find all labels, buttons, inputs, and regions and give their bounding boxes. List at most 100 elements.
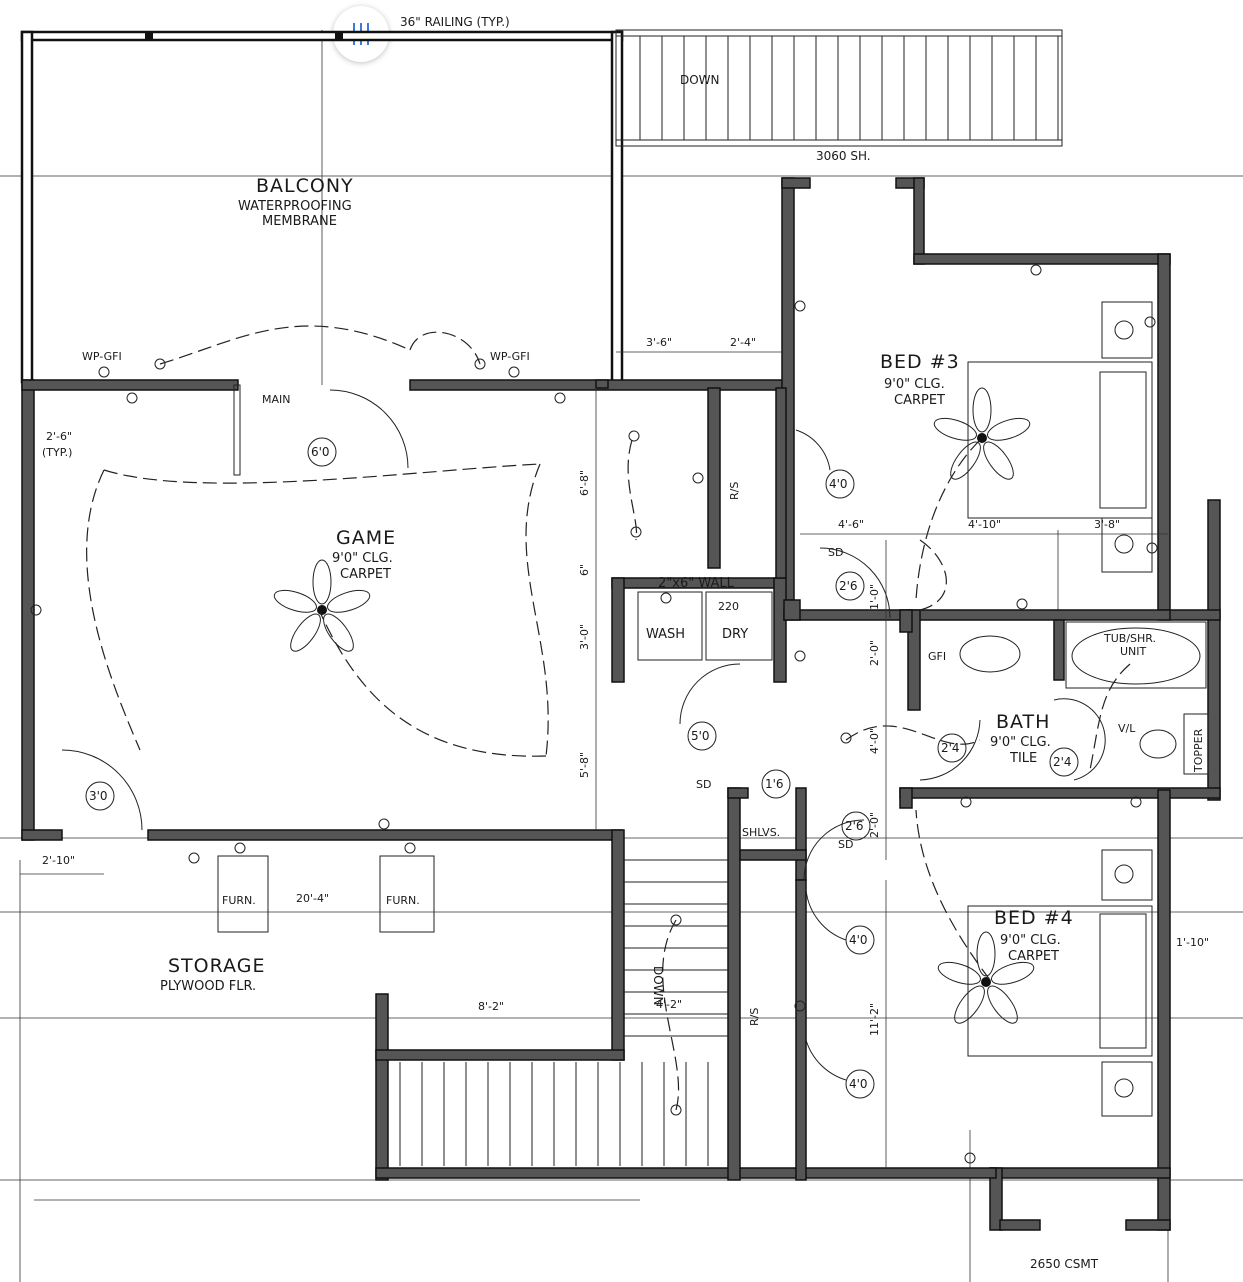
dim-d20: 1'-10" [1176, 936, 1209, 949]
wp-gfi-right: WP-GFI [490, 350, 530, 363]
fan-blade [983, 441, 1014, 480]
outlet-icon [1016, 598, 1028, 610]
dim-d4: 6'-8" [578, 470, 591, 496]
main-label: MAIN [262, 393, 291, 406]
storage-name: STORAGE [168, 955, 265, 977]
furnaces [217, 855, 435, 933]
outlet-icon [508, 366, 520, 378]
fan-blade [987, 417, 1031, 441]
dim-d6: 3'-0" [578, 624, 591, 650]
outlet-icon [98, 366, 110, 378]
door-tag-closet4b: 4'0 [849, 1077, 868, 1091]
outlet-icon [630, 526, 642, 538]
outlet-icon [126, 392, 138, 404]
game-line2: CARPET [340, 567, 391, 582]
dim-d1: 2'-6" [46, 430, 72, 443]
door-tag-hall: 1'6 [765, 777, 784, 791]
outlet-icon [794, 1000, 806, 1012]
furn-right: FURN. [386, 894, 420, 907]
dim-d8: 4'-6" [838, 518, 864, 531]
fan-blade [987, 985, 1018, 1024]
fan-blade [323, 613, 354, 652]
ceiling-fan-icon [937, 931, 1035, 1024]
storage-line1: PLYWOOD FLR. [160, 979, 256, 994]
door-tag-bath2: 2'4 [1053, 755, 1072, 769]
ceiling-fan-icon [933, 387, 1031, 480]
bath-fixtures [959, 621, 1209, 775]
fan-blade [937, 961, 981, 985]
bed3-line2: CARPET [894, 393, 945, 408]
dim-d14: 2'-0" [868, 812, 881, 838]
sd-label-2: SD [696, 778, 711, 791]
bed3-name: BED #3 [880, 351, 960, 373]
door-tag-game: 3'0 [89, 789, 108, 803]
door-tag-main: 6'0 [311, 445, 330, 459]
labels: 36" RAILING (TYP.) DOWN 3060 SH. 2650 CS… [82, 15, 1205, 1271]
shelves-label: SHLVS. [742, 826, 780, 839]
sd-label-3: SD [838, 838, 853, 851]
door-tag-laundry: 5'0 [691, 729, 710, 743]
outlet-icon [188, 852, 200, 864]
gfi-label: GFI [928, 650, 946, 663]
outlet-icon [960, 796, 972, 808]
outlet-icon [840, 732, 852, 744]
outlet-icon [554, 392, 566, 404]
bed4-line1: 9'0" CLG. [1000, 933, 1061, 948]
ceiling-fan-icon [273, 559, 371, 652]
topper-label: TOPPER [1192, 728, 1205, 773]
door-tag-bed4: 2'6 [845, 819, 864, 833]
dim-d13: 4'-0" [868, 728, 881, 754]
dim-d18: 4'-2" [656, 998, 682, 1011]
fan-hub [317, 605, 327, 615]
dim-d12: 2'-0" [868, 640, 881, 666]
outlet-icon [378, 818, 390, 830]
fan-blade [933, 417, 977, 441]
fan-blade [290, 613, 321, 652]
window-top-label: 3060 SH. [816, 149, 871, 163]
outlet-icon [692, 472, 704, 484]
dim-d1b: (TYP.) [42, 446, 72, 459]
stair-top-label: DOWN [680, 73, 720, 87]
door-tag-bath1: 2'4 [941, 741, 960, 755]
fan-blade [312, 559, 332, 605]
bath-line1: 9'0" CLG. [990, 735, 1051, 750]
fan-blade [954, 985, 985, 1024]
bath-name: BATH [996, 711, 1050, 733]
door-tag-bed3: 2'6 [839, 579, 858, 593]
dim-d2: 3'-6" [646, 336, 672, 349]
dim-d7: 5'-8" [578, 752, 591, 778]
outlet-icon [670, 1104, 682, 1116]
laundry-area [637, 591, 773, 661]
outlet-icon [964, 1152, 976, 1164]
outlet-icon [628, 430, 640, 442]
balcony-line2: MEMBRANE [262, 214, 337, 229]
wiring [86, 325, 1131, 1111]
furn-left: FURN. [222, 894, 256, 907]
dim-d3: 2'-4" [730, 336, 756, 349]
dimensions: 2'-6" (TYP.) 3'-6" 2'-4" 6'-8" 6" 3'-0" … [20, 336, 1209, 1168]
balcony-name: BALCONY [256, 175, 354, 197]
outlet-icon [1030, 264, 1042, 276]
game-name: GAME [336, 527, 396, 549]
door-tag-closet3: 4'0 [829, 477, 848, 491]
ceiling-fans [273, 387, 1035, 1024]
outlet-icon [404, 842, 416, 854]
vl-label: V/L [1118, 722, 1136, 735]
outlet-icon [794, 300, 806, 312]
dim-d9: 4'-10" [968, 518, 1001, 531]
outlet-icon [1144, 316, 1156, 328]
dim-d16: 20'-4" [296, 892, 329, 905]
outlet-icon [670, 914, 682, 926]
tub-label: TUB/SHR. [1103, 632, 1156, 645]
bed4-line2: CARPET [1008, 949, 1059, 964]
balcony-line1: WATERPROOFING [238, 199, 352, 214]
window-bottom-label: 2650 CSMT [1030, 1257, 1099, 1271]
dim-d5: 6" [578, 564, 591, 576]
dim-d15: 2'-10" [42, 854, 75, 867]
rs-bottom: R/S [748, 1008, 761, 1026]
outlet-icon [154, 358, 166, 370]
outlet-icon [474, 358, 486, 370]
door-tags: 6'0 3'0 5'0 4'0 2'6 1'6 2'6 2'4 2'4 4'0 … [85, 437, 1079, 1099]
lower-stair [399, 859, 728, 1166]
